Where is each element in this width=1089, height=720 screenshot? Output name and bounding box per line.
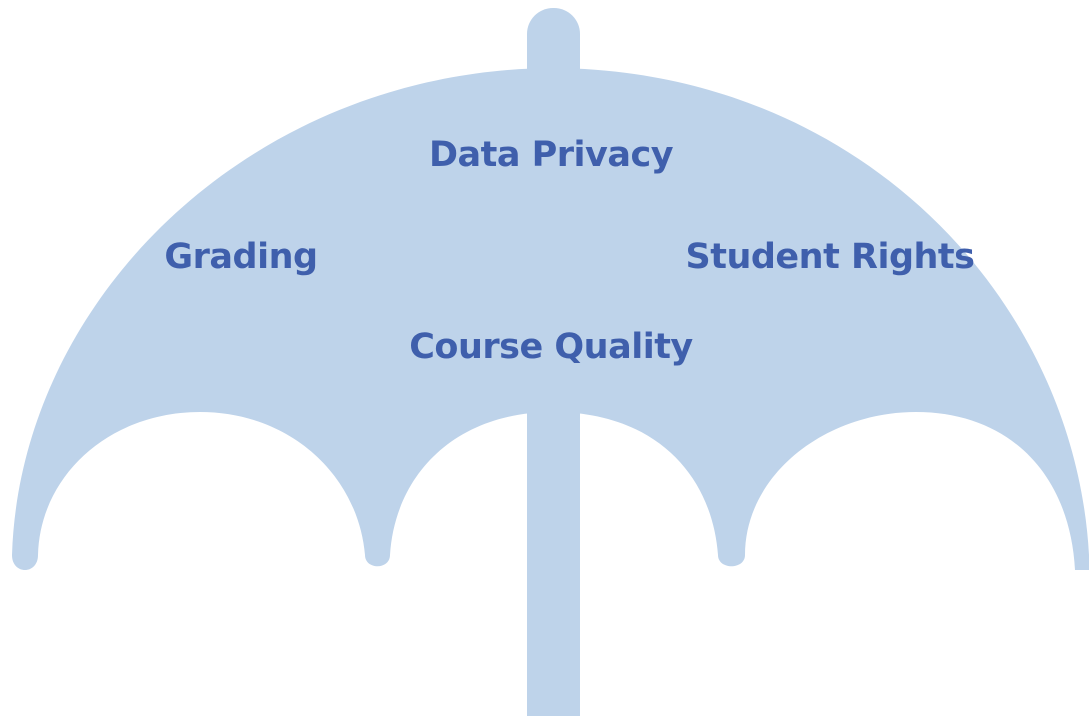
- umbrella-handle: [527, 395, 580, 716]
- label-data-privacy: Data Privacy: [428, 135, 674, 175]
- umbrella-canopy: [12, 68, 1089, 570]
- label-grading: Grading: [164, 237, 318, 277]
- label-student-rights: Student Rights: [685, 237, 975, 277]
- label-course-quality: Course Quality: [409, 327, 693, 367]
